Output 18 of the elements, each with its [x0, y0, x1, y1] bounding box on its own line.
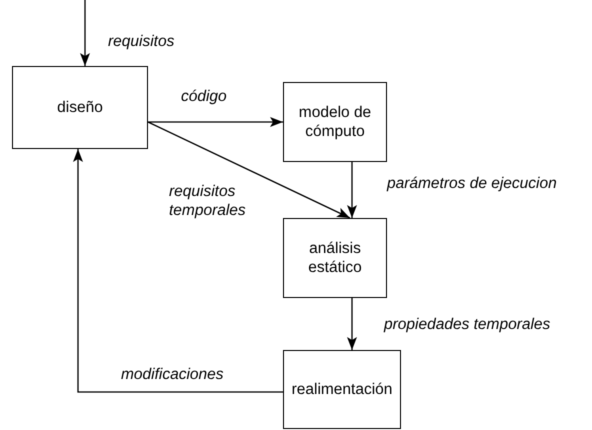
- node-label: realimentación: [292, 380, 392, 400]
- edge-label: requisitos: [107, 32, 176, 52]
- node-label: análisis estático: [307, 238, 363, 278]
- node-label: diseño: [57, 98, 103, 118]
- arrow: [347, 298, 357, 350]
- edge-label: propiedades temporales: [383, 315, 552, 334]
- edge-label: parámetros de ejecucion: [386, 174, 558, 194]
- arrow: [148, 117, 283, 127]
- process-box: [283, 218, 387, 298]
- process-box: [12, 66, 148, 149]
- arrow: [148, 121, 350, 219]
- arrow: [80, 0, 90, 66]
- process-box: [283, 82, 387, 162]
- edge-label: código: [180, 87, 228, 106]
- arrow: [347, 162, 357, 218]
- arrow: [73, 149, 283, 393]
- process-box: [283, 350, 401, 429]
- node-label: modelo de cómputo: [298, 102, 372, 142]
